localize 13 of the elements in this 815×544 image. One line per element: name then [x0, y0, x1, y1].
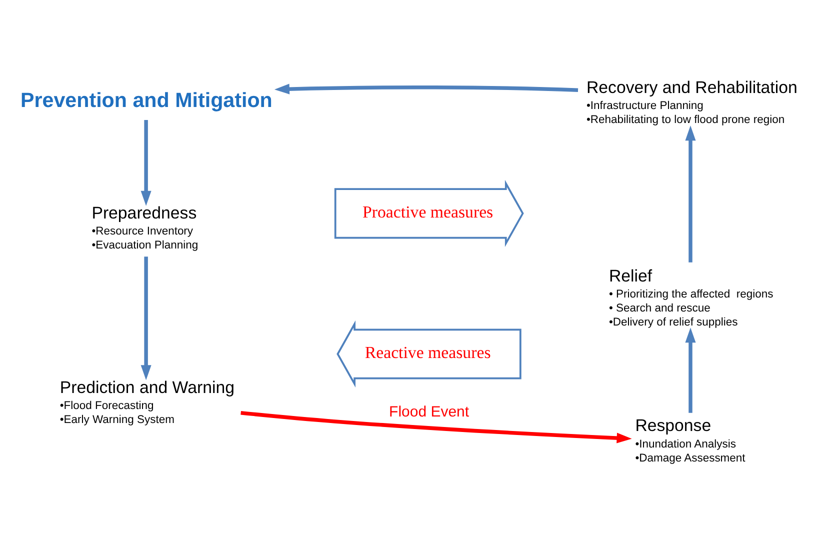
edge-label: Flood Event: [389, 404, 470, 421]
node-text: Preparedness •Resource Inventory •Evacuation Planning: [92, 203, 198, 252]
arrow: [274, 84, 578, 94]
arrow: [140, 120, 152, 206]
arrow: [685, 126, 696, 262]
node-text: Relief • Prioritizing the affected regions • Search and rescue •Delivery of relief supplies: [608, 266, 774, 329]
arrow: [140, 256, 152, 380]
node-text: Prediction and Warning •Flood Forecasting •Early Warning System: [60, 378, 234, 426]
node-text: Prevention and Mitigation: [20, 89, 272, 112]
arrow: [685, 328, 696, 413]
arrow: [240, 411, 632, 444]
node-text: Response •Inundation Analysis •Damage Assessment: [635, 416, 746, 464]
node-text: Recovery and Rehabilitation •Infrastructure Planning •Rehabilitating to low flood prone region: [586, 78, 798, 126]
